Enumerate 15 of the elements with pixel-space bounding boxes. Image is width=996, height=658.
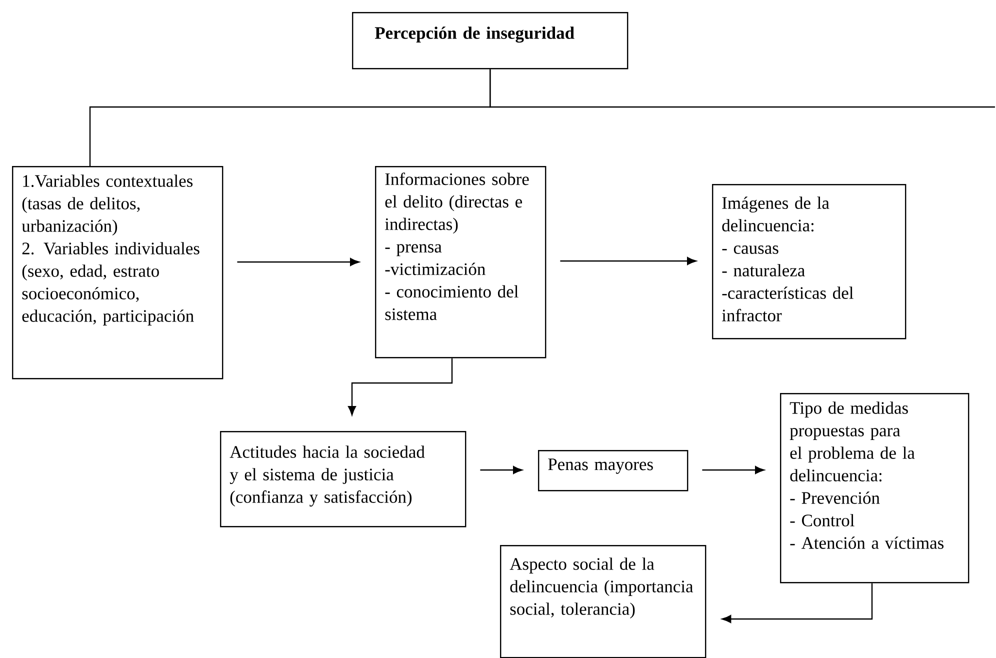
arrow — [702, 466, 764, 474]
process-box: Penas mayores — [538, 450, 688, 492]
arrow — [722, 583, 873, 623]
process-box: Imágenes de la delincuencia: - causas - naturaleza -características del infractor — [712, 184, 906, 340]
arrow — [560, 256, 696, 265]
process-box: 1.Variables contextuales (tasas de delitos, urbanización) 2. Variables individuales (sexo, edad, estrato socioeconómico, educación, participación — [12, 166, 224, 380]
arrow — [480, 466, 522, 474]
process-box: Aspecto social de la delincuencia (importancia social, tolerancia) — [500, 545, 706, 658]
arrow — [237, 258, 360, 266]
process-box: Tipo de medidas propuestas para el problema de la delincuencia: - Prevención - Control - Atención a víctimas — [780, 393, 970, 584]
title-box: Percepción de inseguridad — [352, 12, 628, 70]
process-box: Informaciones sobre el delito (directas e indirectas) - prensa -victimización - conocimiento del sistema — [375, 166, 546, 358]
arrow — [348, 358, 453, 416]
process-box: Actitudes hacia la sociedad y el sistema de justicia (confianza y satisfacción) — [220, 431, 466, 528]
connector-line — [490, 69, 995, 108]
